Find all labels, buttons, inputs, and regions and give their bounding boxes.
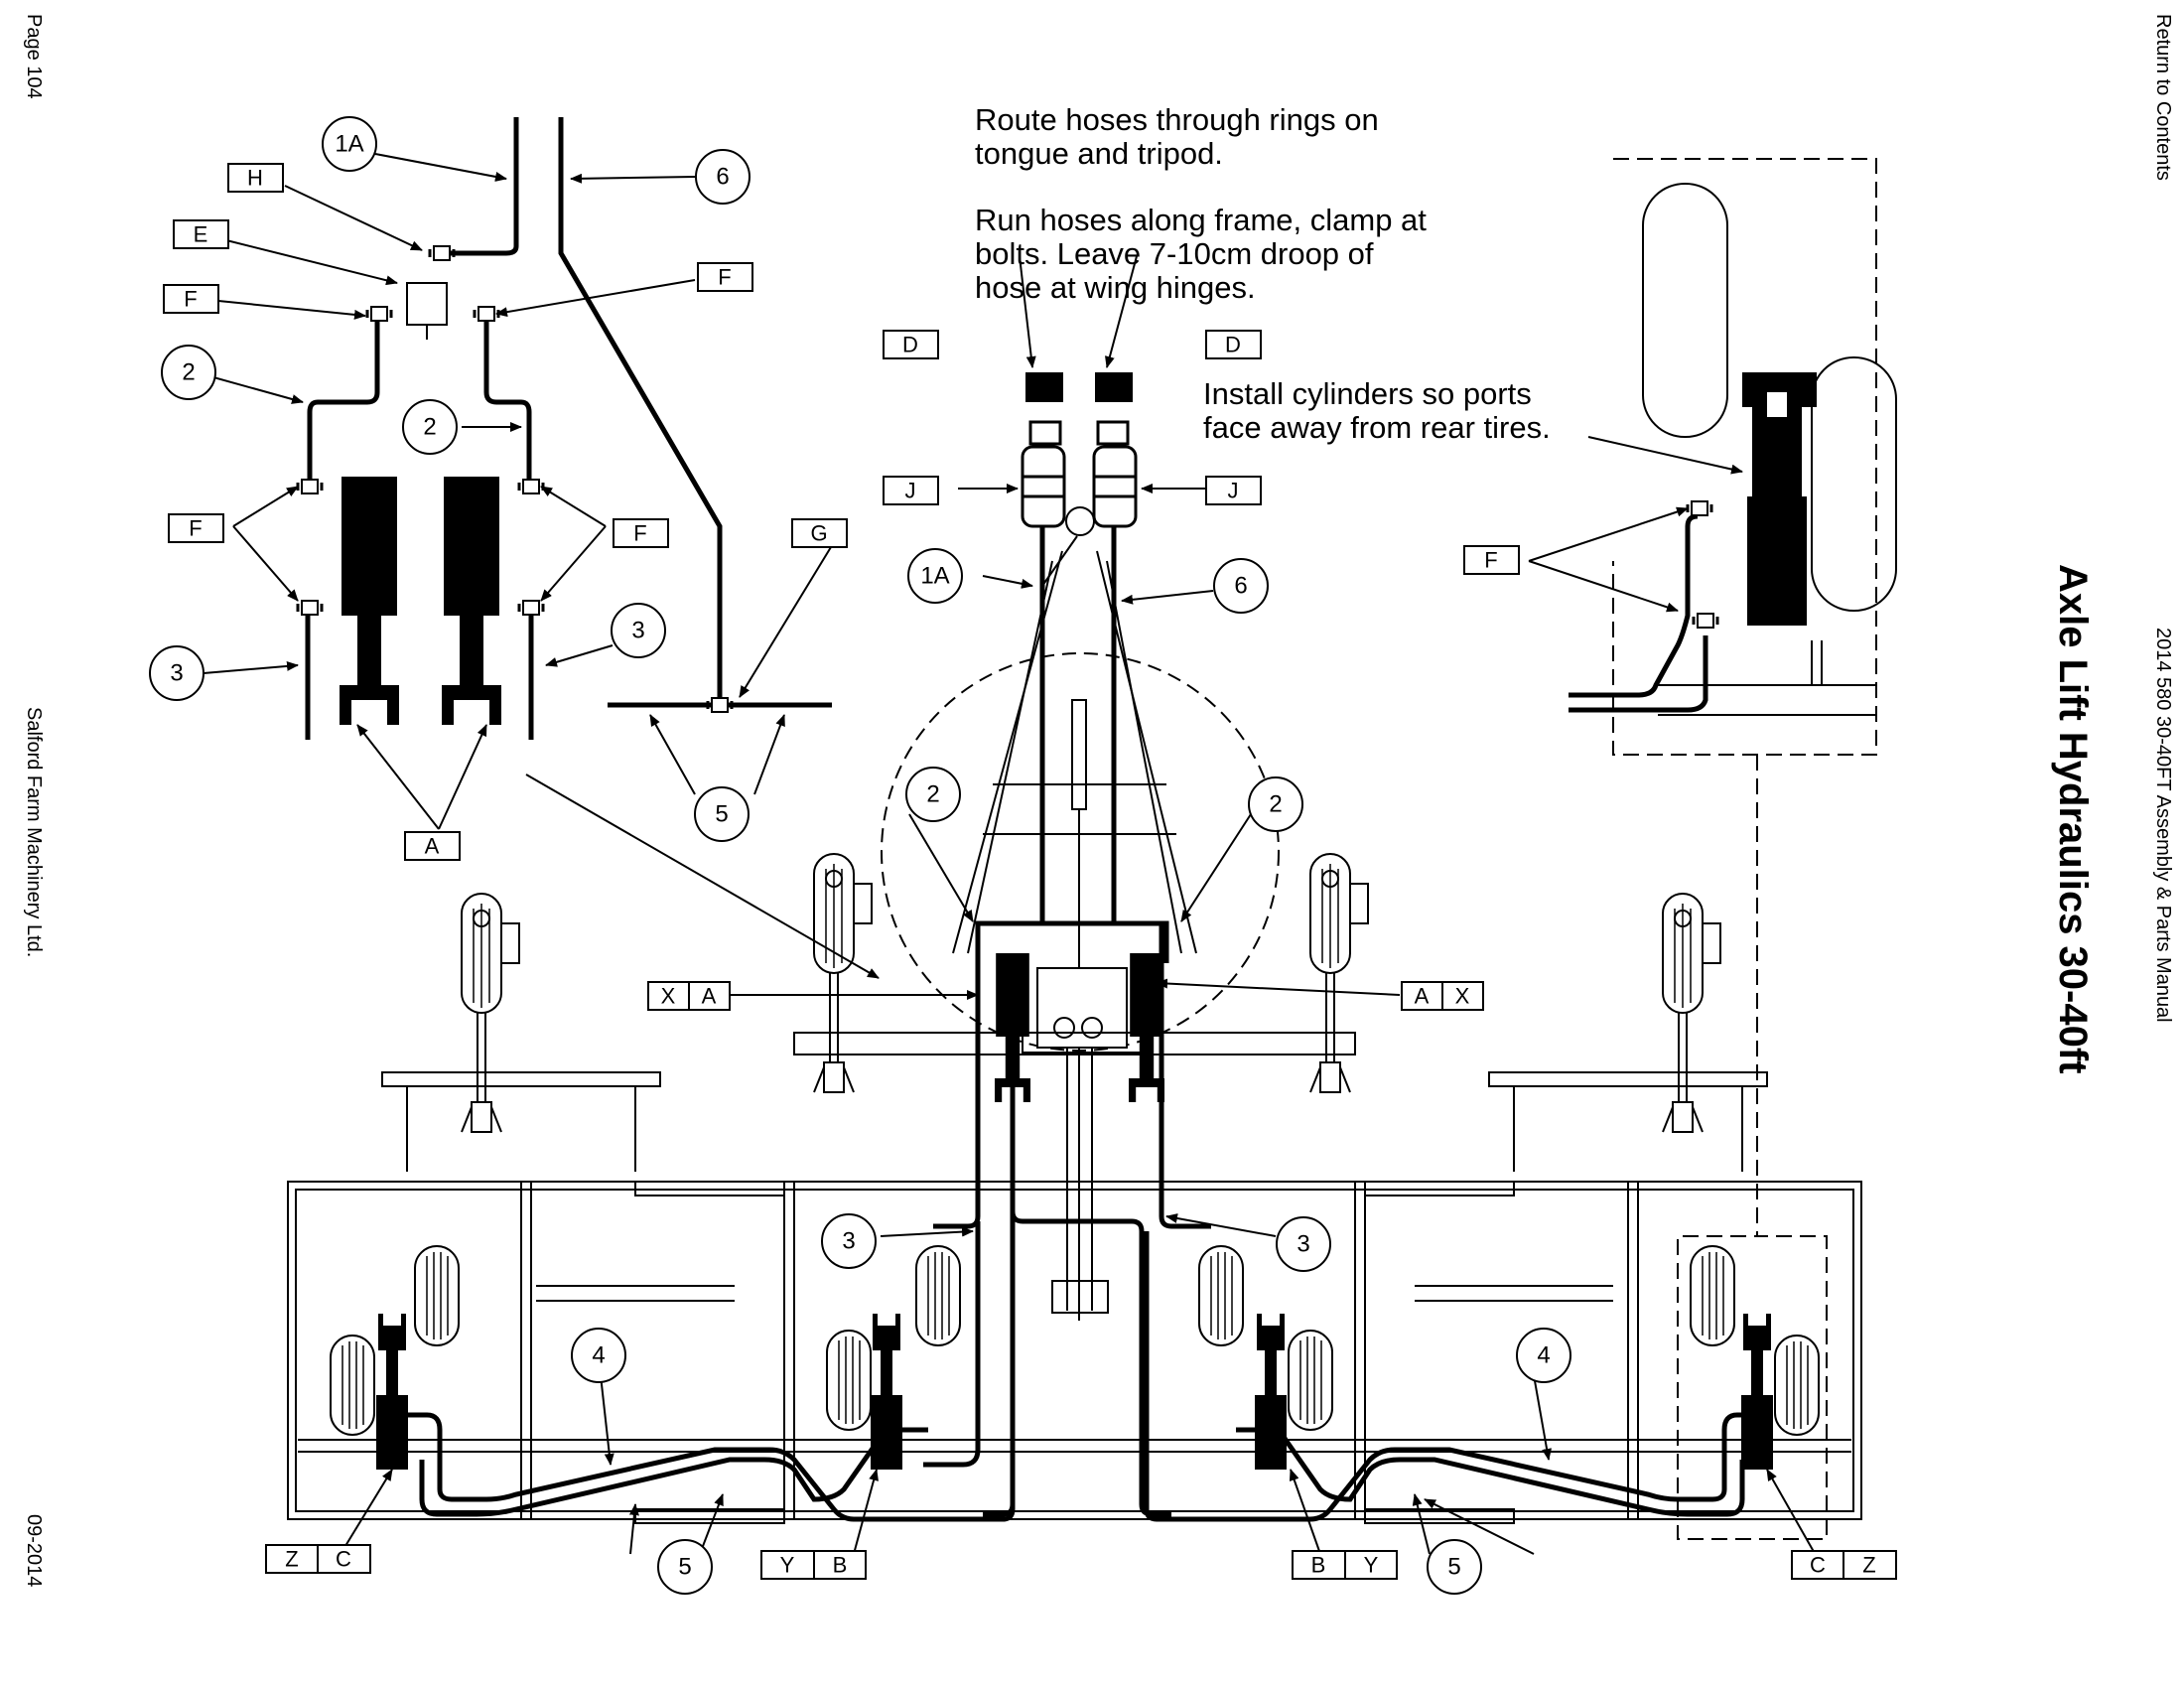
label-A: A: [425, 834, 440, 859]
balloon-5: 5: [715, 801, 728, 828]
label-J: J: [905, 479, 916, 503]
balloon-callouts: [149, 116, 1571, 1595]
label-Z: Z: [1862, 1553, 1875, 1578]
label-G: G: [810, 521, 827, 546]
tripod-frame: [881, 506, 1280, 1321]
balloon-2: 2: [182, 359, 195, 386]
label-Y: Y: [780, 1553, 795, 1578]
detail-view-cylinders: [305, 117, 832, 740]
label-D: D: [1225, 333, 1241, 357]
note-install-cylinders: Install cylinders so ports face away fro…: [1203, 376, 1551, 445]
balloon-6: 6: [716, 164, 729, 191]
label-F: F: [718, 265, 731, 290]
label-E: E: [194, 222, 208, 247]
label-Z: Z: [285, 1547, 298, 1572]
rear-cylinder-detail: [1569, 372, 1817, 713]
balloon-6: 6: [1234, 573, 1247, 600]
label-X: X: [661, 984, 676, 1009]
balloon-1A: 1A: [335, 131, 363, 158]
balloon-labels: 1A 6 2 2 3 3 5 1A 6 2 2 3 3 4 4 5 5: [170, 131, 1550, 1581]
balloon-3: 3: [1297, 1231, 1309, 1258]
label-F: F: [1484, 548, 1497, 573]
balloon-5: 5: [678, 1554, 691, 1581]
balloon-2: 2: [926, 781, 939, 808]
hydraulic-couplers: [1021, 372, 1138, 528]
transport-tires: [330, 1245, 1820, 1436]
balloon-2: 2: [423, 414, 436, 441]
label-A: A: [702, 984, 717, 1009]
balloon-4: 4: [1537, 1342, 1550, 1369]
letter-box-dividers: [317, 982, 1844, 1579]
label-F: F: [633, 521, 646, 546]
label-H: H: [247, 166, 263, 191]
label-B: B: [833, 1553, 848, 1578]
balloon-2: 2: [1269, 791, 1282, 818]
balloon-1A: 1A: [920, 563, 949, 590]
note-run-hoses: Run hoses along frame, clamp at bolts. L…: [975, 203, 1427, 305]
label-C: C: [1810, 1553, 1826, 1578]
label-F: F: [189, 516, 202, 541]
detail-fittings: [296, 244, 734, 725]
label-D: D: [902, 333, 918, 357]
letter-box-labels: H E F F F F G A D D J J X A A X Z C Y B …: [184, 166, 1875, 1578]
note-route-hoses: Route hoses through rings on tongue and …: [975, 102, 1379, 171]
label-X: X: [1455, 984, 1470, 1009]
label-B: B: [1311, 1553, 1326, 1578]
balloon-4: 4: [592, 1342, 605, 1369]
leader-lines: [195, 153, 1818, 1560]
label-C: C: [336, 1547, 351, 1572]
label-A: A: [1415, 984, 1430, 1009]
detail-view-rear-cylinder: [1612, 158, 1897, 1540]
label-J: J: [1228, 479, 1239, 503]
balloon-3: 3: [842, 1228, 855, 1255]
label-F: F: [184, 287, 197, 312]
balloon-3: 3: [170, 660, 183, 687]
balloon-5: 5: [1447, 1554, 1460, 1581]
label-Y: Y: [1364, 1553, 1379, 1578]
implement-frame: [287, 1032, 1862, 1524]
balloon-3: 3: [631, 618, 644, 644]
